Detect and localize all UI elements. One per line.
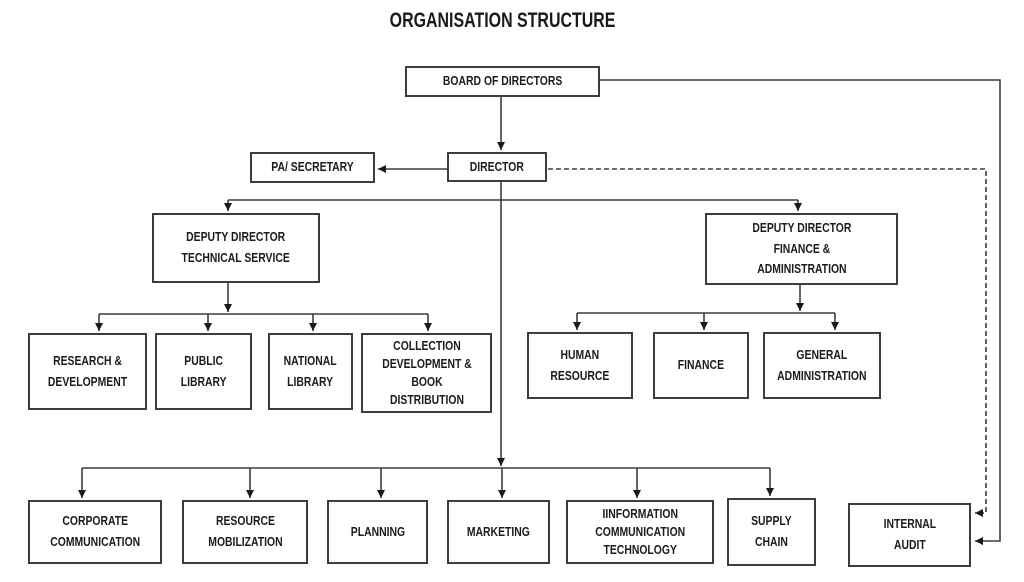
node-collection-development-book-distribution: COLLECTION DEVELOPMENT & BOOK DISTRIBUTI… <box>361 333 492 413</box>
node-board-of-directors: BOARD OF DIRECTORS <box>405 66 600 97</box>
node-planning: PLANNING <box>327 500 428 564</box>
node-director: DIRECTOR <box>447 152 547 182</box>
connector-director-internal-audit <box>548 168 987 517</box>
node-marketing: MARKETING <box>447 500 550 564</box>
node-label: RESEARCH & DEVELOPMENT <box>47 352 128 389</box>
node-label: CORPORATE COMMUNICATION <box>50 513 140 549</box>
node-label: HUMAN RESOURCE <box>550 346 610 383</box>
node-corporate-communication: CORPORATE COMMUNICATION <box>28 500 162 564</box>
node-label: COLLECTION DEVELOPMENT & BOOK DISTRIBUTI… <box>381 337 472 408</box>
diagram-title: ORGANISATION STRUCTURE <box>203 9 803 33</box>
node-resource-mobilization: RESOURCE MOBILIZATION <box>182 500 308 564</box>
node-deputy-director-finance-administration: DEPUTY DIRECTOR FINANCE & ADMINISTRATION <box>705 213 898 285</box>
node-label: SUPPLY CHAIN <box>751 513 792 549</box>
node-general-administration: GENERAL ADMINISTRATION <box>763 332 881 399</box>
node-pa-secretary: PA/ SECRETARY <box>250 152 375 183</box>
node-label: DEPUTY DIRECTOR TECHNICAL SERVICE <box>181 229 291 265</box>
node-national-library: NATIONAL LIBRARY <box>268 333 353 410</box>
node-label: MARKETING <box>467 523 530 539</box>
node-finance: FINANCE <box>653 332 749 399</box>
node-label: INTERNAL AUDIT <box>883 516 936 552</box>
node-label: IINFORMATION COMMUNICATION TECHNOLOGY <box>595 505 685 558</box>
node-label: DEPUTY DIRECTOR FINANCE & ADMINISTRATION <box>751 219 851 277</box>
node-deputy-director-technical-service: DEPUTY DIRECTOR TECHNICAL SERVICE <box>152 213 320 283</box>
node-label: PA/ SECRETARY <box>271 159 354 175</box>
node-label: NATIONAL LIBRARY <box>284 352 337 389</box>
node-label: DIRECTOR <box>469 158 525 174</box>
node-human-resource: HUMAN RESOURCE <box>527 332 633 399</box>
node-label: FINANCE <box>677 357 725 373</box>
node-internal-audit: INTERNAL AUDIT <box>848 503 971 567</box>
node-research-development: RESEARCH & DEVELOPMENT <box>28 333 147 410</box>
node-information-communication-technology: IINFORMATION COMMUNICATION TECHNOLOGY <box>566 500 714 564</box>
node-label: PUBLIC LIBRARY <box>180 352 227 389</box>
node-supply-chain: SUPPLY CHAIN <box>727 498 816 566</box>
node-label: PLANNING <box>350 523 405 539</box>
node-label: BOARD OF DIRECTORS <box>442 73 563 89</box>
node-label: GENERAL ADMINISTRATION <box>777 346 867 383</box>
diagram-title-text: ORGANISATION STRUCTURE <box>390 9 616 32</box>
node-public-library: PUBLIC LIBRARY <box>155 333 252 410</box>
connector-bod-internal-audit <box>600 79 1001 545</box>
node-label: RESOURCE MOBILIZATION <box>207 513 283 549</box>
